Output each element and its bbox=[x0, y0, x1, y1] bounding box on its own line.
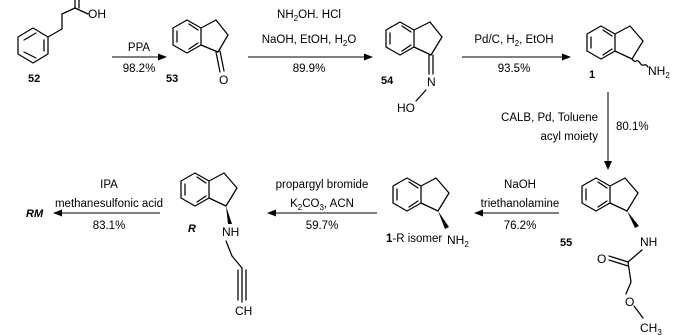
atom-hydroxyl: OH bbox=[88, 7, 106, 21]
step2-reagent-line1: NH2OH. HCl bbox=[277, 9, 341, 23]
step2-yield: 89.9% bbox=[293, 63, 326, 75]
step5-reagent-line1: NaOH bbox=[504, 179, 536, 191]
reaction-arrow-step1: PPA 98.2% bbox=[112, 42, 167, 75]
step5-reagent-line2: triethanolamine bbox=[481, 198, 560, 210]
reaction-arrow-step7: IPA methanesulfonic acid 83.1% bbox=[53, 179, 163, 232]
compound-label-55: 55 bbox=[560, 237, 572, 249]
atom-amine-1r: NH2 bbox=[447, 233, 469, 249]
step7-reagent-line2: methanesulfonic acid bbox=[55, 198, 163, 210]
step1-yield: 98.2% bbox=[123, 63, 156, 75]
reaction-arrow-step6: propargyl bromide K2CO3, ACN 59.7% bbox=[267, 179, 377, 232]
step7-reagent-line1: IPA bbox=[100, 179, 118, 191]
compound-label-1r: 1-R isomer bbox=[386, 233, 442, 245]
compound-label-53: 53 bbox=[166, 73, 178, 85]
compound-label-54: 54 bbox=[381, 75, 394, 87]
atom-amide-nitrogen: NH bbox=[640, 235, 657, 249]
compound-53-structure: O 53 bbox=[166, 19, 229, 87]
compound-1-structure: NH2 1 bbox=[586, 25, 670, 81]
compound-55-structure: NH O O CH3 55 bbox=[560, 177, 662, 335]
step6-reagent-line2: K2CO3, ACN bbox=[290, 198, 354, 212]
atom-carbonyl-oxygen: O bbox=[597, 252, 606, 266]
step6-yield: 59.7% bbox=[306, 220, 339, 232]
atom-methyl: CH3 bbox=[640, 321, 662, 335]
compound-1r-structure: NH2 1-R isomer bbox=[386, 177, 469, 249]
atom-ketone-oxygen: O bbox=[219, 73, 228, 87]
reaction-arrow-step2: NH2OH. HCl NaOH, EtOH, H2O 89.9% bbox=[248, 9, 373, 75]
step4-reagent-line2: acyl moiety bbox=[540, 131, 598, 143]
reaction-arrow-step3: Pd/C, H2, EtOH 93.5% bbox=[462, 34, 571, 75]
atom-terminal-alkyne: CH bbox=[235, 304, 252, 318]
step2-reagent-line2: NaOH, EtOH, H2O bbox=[262, 34, 357, 48]
compound-label-r: R bbox=[188, 223, 196, 235]
compound-54-structure: N HO 54 bbox=[381, 21, 443, 115]
compound-label-52: 52 bbox=[28, 73, 40, 85]
compound-label-rm: RM bbox=[26, 208, 44, 220]
step3-yield: 93.5% bbox=[498, 63, 531, 75]
compound-label-1: 1 bbox=[589, 69, 595, 81]
atom-propargyl-amine: NH bbox=[222, 225, 239, 239]
compound-r-structure: NH CH R bbox=[180, 172, 252, 318]
atom-oxime-nitrogen: N bbox=[427, 75, 436, 89]
step7-yield: 83.1% bbox=[93, 220, 126, 232]
atom-oxime-hydroxyl: HO bbox=[397, 101, 415, 115]
atom-ether-oxygen: O bbox=[625, 295, 634, 309]
step4-yield: 80.1% bbox=[616, 121, 649, 133]
step5-yield: 76.2% bbox=[504, 220, 537, 232]
reaction-arrow-step5: NaOH triethanolamine 76.2% bbox=[474, 179, 559, 232]
reaction-arrow-step4: CALB, Pd, Toluene acyl moiety 80.1% bbox=[501, 92, 649, 170]
step4-reagent-line1: CALB, Pd, Toluene bbox=[501, 112, 598, 124]
step3-reagent: Pd/C, H2, EtOH bbox=[474, 34, 553, 48]
atom-amine-1: NH2 bbox=[648, 64, 670, 80]
step6-reagent-line1: propargyl bromide bbox=[276, 179, 369, 191]
step1-reagent: PPA bbox=[128, 42, 150, 54]
compound-52-structure: OH 52 bbox=[17, 0, 106, 85]
